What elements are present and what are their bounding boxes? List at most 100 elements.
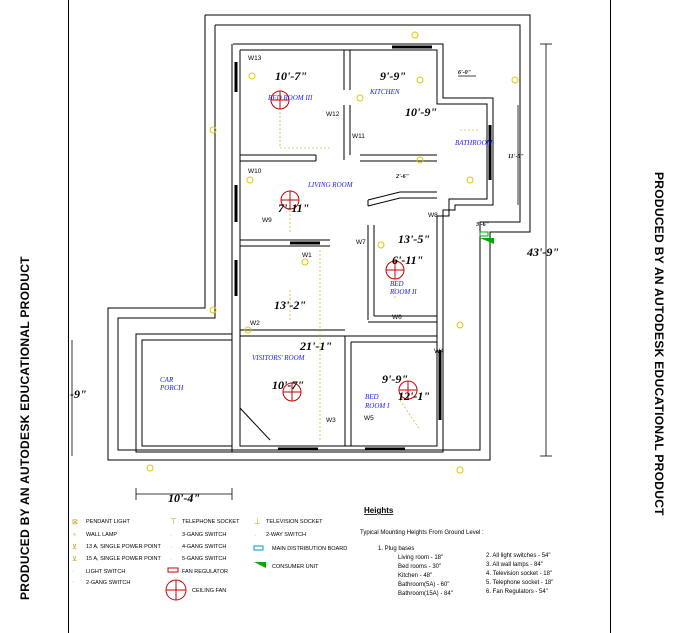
legend-item-3gang: · 3-GANG SWITCH xyxy=(170,532,226,539)
svg-text:2-GANG SWITCH: 2-GANG SWITCH xyxy=(86,580,130,586)
pendant-light-icon xyxy=(511,76,519,84)
svg-text:4-GANG SWITCH: 4-GANG SWITCH xyxy=(182,544,226,550)
wiring xyxy=(279,100,480,440)
pendant-light-icon xyxy=(301,258,309,266)
legend-item-4gang: · 4-GANG SWITCH xyxy=(170,544,226,551)
pendant-light-icon xyxy=(246,176,254,184)
television-socket-icon: ⊥ xyxy=(254,517,261,526)
power-point-15a-icon: ⊻ xyxy=(72,555,77,563)
room-bed2-a: BED xyxy=(390,280,404,288)
ceiling-fan-icon xyxy=(398,380,418,400)
heights-col1-item: Bathroom(15A) - 84" xyxy=(398,591,453,597)
window-label: W9 xyxy=(262,217,272,224)
legend-item-pendant: ⊠ PENDANT LIGHT xyxy=(72,519,131,526)
ceiling-fan-icon xyxy=(270,90,290,110)
legend-item-2gang: · 2-GANG SWITCH xyxy=(72,579,130,586)
legend-item-consumer: CONSUMER UNIT xyxy=(254,562,319,570)
five-gang-switch-icon: · xyxy=(170,556,172,563)
pendant-light-icon xyxy=(209,126,217,134)
dim-total: 43'-9" xyxy=(526,245,559,259)
legend-item-mdb: MAIN DISTRIBUTION BOARD xyxy=(253,545,347,552)
dim-bed3-width: 10'-7" xyxy=(275,69,307,83)
pendant-light-icon: ⊠ xyxy=(72,519,78,526)
pendant-light-icon xyxy=(209,306,217,314)
power-point-13a-icon: ⊻ xyxy=(72,543,77,551)
fan-regulator-icon xyxy=(167,567,179,573)
pendant-light-icon xyxy=(146,464,154,472)
pendant-light-icon xyxy=(416,156,424,164)
dim-bath-door: 3'-6" xyxy=(475,222,489,228)
dim-top-gap: 6'-0" xyxy=(458,70,471,76)
window-label: W2 xyxy=(250,320,260,327)
dim-bed2-height: 6'-11" xyxy=(392,253,423,267)
window-label: W4 xyxy=(434,348,444,355)
room-bed3: BED ROOM III xyxy=(268,94,313,102)
svg-text:MAIN DISTRIBUTION BOARD: MAIN DISTRIBUTION BOARD xyxy=(272,546,347,552)
plot-boundary xyxy=(107,14,531,461)
heights-intro: Typical Mounting Heights From Ground Lev… xyxy=(360,530,484,536)
svg-text:5-GANG SWITCH: 5-GANG SWITCH xyxy=(182,556,226,562)
pendant-light-icon xyxy=(456,466,464,474)
main-distribution-board-icon xyxy=(253,545,264,551)
svg-text:LIGHT SWITCH: LIGHT SWITCH xyxy=(86,569,125,575)
heights-title: Heights xyxy=(364,506,394,515)
ceiling-fan-icon xyxy=(165,579,187,601)
svg-text:TELEPHONE SOCKET: TELEPHONE SOCKET xyxy=(182,519,240,525)
window-label: W11 xyxy=(352,133,365,140)
window-marks xyxy=(234,45,492,451)
svg-text:TELEVISION SOCKET: TELEVISION SOCKET xyxy=(266,519,323,525)
svg-text:CEILING FAN: CEILING FAN xyxy=(192,588,226,594)
legend-item-tv: ⊥ TELEVISION SOCKET xyxy=(254,517,323,526)
window-label: W13 xyxy=(248,55,262,62)
svg-text:3-GANG SWITCH: 3-GANG SWITCH xyxy=(182,532,226,538)
window-labels: W13 W12 W10 W9 W8 W1 W7 W2 W6 W3 W4 W5 W… xyxy=(248,55,444,424)
legend: ⊠ PENDANT LIGHT ♆ WALL LAMP ⊻ 13 A, SING… xyxy=(72,517,347,594)
room-visitors: VISITORS' ROOM xyxy=(252,354,306,362)
dim-bed1-width: 9'-9" xyxy=(382,372,408,386)
window-label: W12 xyxy=(326,111,340,118)
room-bed2-b: ROOM II xyxy=(389,288,417,296)
room-car-a: CAR xyxy=(160,376,174,384)
legend-item-light-switch: · LIGHT SWITCH xyxy=(72,568,125,575)
heights-col2-item: 2. All light switches - 54" xyxy=(486,553,551,559)
dim-visitors-width: 10'-7" xyxy=(272,378,304,392)
room-kitchen: KITCHEN xyxy=(369,88,400,96)
legend-item-5gang: · 5-GANG SWITCH xyxy=(170,556,226,563)
pendant-light-icon xyxy=(456,321,464,329)
dim-bed1-height: 12'-1" xyxy=(398,389,430,403)
consumer-unit-icon xyxy=(254,562,266,568)
svg-text:WALL LAMP: WALL LAMP xyxy=(86,532,117,538)
heights-notes: Heights Typical Mounting Heights From Gr… xyxy=(360,506,553,597)
pendant-light-icon xyxy=(466,176,474,184)
ceiling-fan-icon xyxy=(282,382,302,402)
legend-item-ceiling-fan: CEILING FAN xyxy=(192,588,226,594)
room-bed1-b: ROOM I xyxy=(364,402,390,410)
room-car-b: PORCH xyxy=(159,384,184,392)
consumer-unit-icon xyxy=(480,238,494,244)
room-bed1-a: BED xyxy=(365,393,379,401)
light-points xyxy=(146,31,519,474)
window-label: W7 xyxy=(356,239,366,246)
window-label: W6 xyxy=(392,314,402,321)
svg-text:FAN REGULATOR: FAN REGULATOR xyxy=(182,569,228,575)
dim-living-width: 13'-2" xyxy=(274,298,306,312)
wall-lamp-icon: ♆ xyxy=(72,532,77,539)
three-gang-switch-icon: · xyxy=(170,532,172,539)
heights-col1-item: 1. Plug bases xyxy=(378,546,414,552)
window-label: W3 xyxy=(326,417,336,424)
pendant-light-icon xyxy=(416,76,424,84)
ceiling-fan-icon xyxy=(280,190,300,210)
dim-porch-width: 10'-4" xyxy=(168,491,200,505)
heights-col1-item: Living room - 18" xyxy=(398,555,443,561)
dimension-lines xyxy=(71,43,552,500)
svg-text:2-WAY SWITCH: 2-WAY SWITCH xyxy=(266,532,306,538)
window-label: W10 xyxy=(248,168,262,175)
legend-item-telephone: ⊤ TELEPHONE SOCKET xyxy=(170,517,240,526)
dim-bed2-width: 13'-5" xyxy=(398,232,430,246)
pendant-light-icon xyxy=(244,326,252,334)
dim-bath-height: 11'-5" xyxy=(508,154,524,160)
heights-col2-item: 5. Telephone socket - 18" xyxy=(486,580,553,586)
dim-passage: 2'-6" xyxy=(395,174,409,180)
pendant-light-icon xyxy=(248,72,256,80)
